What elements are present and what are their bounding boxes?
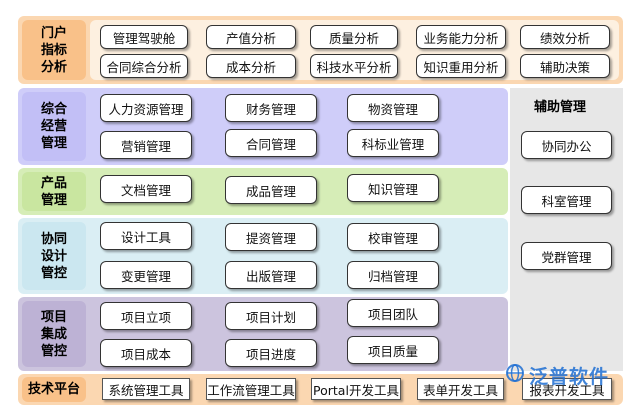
- collab-item[interactable]: 出版管理: [225, 261, 317, 289]
- product-label: 产品 管理: [22, 172, 86, 211]
- aux-title: 辅助管理: [533, 99, 586, 115]
- project-item[interactable]: 项目团队: [347, 299, 439, 327]
- collab-item[interactable]: 提资管理: [225, 223, 317, 251]
- globe-logo-icon: [505, 363, 525, 388]
- tech-tool[interactable]: 表单开发工具: [417, 378, 504, 400]
- ops-item[interactable]: 人力资源管理: [100, 94, 192, 122]
- watermark-text: 泛普软件: [529, 366, 610, 388]
- ops-item[interactable]: 合同管理: [225, 129, 317, 157]
- aux-item[interactable]: 党群管理: [521, 242, 612, 270]
- project-item[interactable]: 项目立项: [100, 302, 192, 330]
- ops-label: 综合 经营 管理: [22, 92, 86, 161]
- ops-item[interactable]: 科标业管理: [347, 129, 439, 157]
- portal-item[interactable]: 辅助决策: [520, 54, 610, 78]
- product-item[interactable]: 成品管理: [225, 176, 317, 204]
- collab-item[interactable]: 归档管理: [347, 261, 439, 289]
- collab-item[interactable]: 设计工具: [100, 222, 192, 250]
- collab-label: 协同 设计 管控: [22, 222, 86, 290]
- tech-tool[interactable]: 系统管理工具: [102, 378, 190, 400]
- project-item[interactable]: 项目质量: [347, 336, 439, 364]
- portal-item[interactable]: 质量分析: [310, 25, 398, 49]
- watermark: 泛普软件: [505, 362, 609, 389]
- aux-item[interactable]: 科室管理: [521, 186, 612, 214]
- product-item[interactable]: 知识管理: [347, 174, 439, 202]
- ops-item[interactable]: 物资管理: [347, 94, 439, 122]
- portal-item[interactable]: 绩效分析: [520, 25, 610, 49]
- ops-item[interactable]: 财务管理: [225, 94, 317, 122]
- project-item[interactable]: 项目进度: [225, 339, 317, 367]
- portal-item[interactable]: 业务能力分析: [416, 25, 506, 49]
- tech-label: 技术平台: [22, 377, 86, 402]
- aux-item[interactable]: 协同办公: [521, 131, 612, 159]
- collab-item[interactable]: 变更管理: [100, 261, 192, 289]
- ops-item[interactable]: 营销管理: [100, 131, 192, 159]
- tech-tool[interactable]: Portal开发工具: [311, 378, 401, 400]
- project-label: 项目 集成 管控: [22, 301, 86, 367]
- project-item[interactable]: 项目成本: [100, 339, 192, 367]
- tech-tool[interactable]: 报表开发工具: [522, 378, 612, 400]
- portal-item[interactable]: 成本分析: [206, 54, 296, 78]
- tech-tool[interactable]: 工作流管理工具: [206, 378, 296, 400]
- collab-item[interactable]: 校审管理: [347, 223, 439, 251]
- project-item[interactable]: 项目计划: [225, 302, 317, 330]
- portal-item[interactable]: 合同综合分析: [100, 54, 188, 78]
- product-item[interactable]: 文档管理: [100, 175, 192, 203]
- portal-item[interactable]: 管理驾驶舱: [100, 25, 188, 49]
- portal-item[interactable]: 科技水平分析: [310, 54, 398, 78]
- portal-label: 门户 指标 分析: [22, 20, 86, 80]
- portal-item[interactable]: 产值分析: [206, 25, 296, 49]
- portal-item[interactable]: 知识重用分析: [416, 54, 506, 78]
